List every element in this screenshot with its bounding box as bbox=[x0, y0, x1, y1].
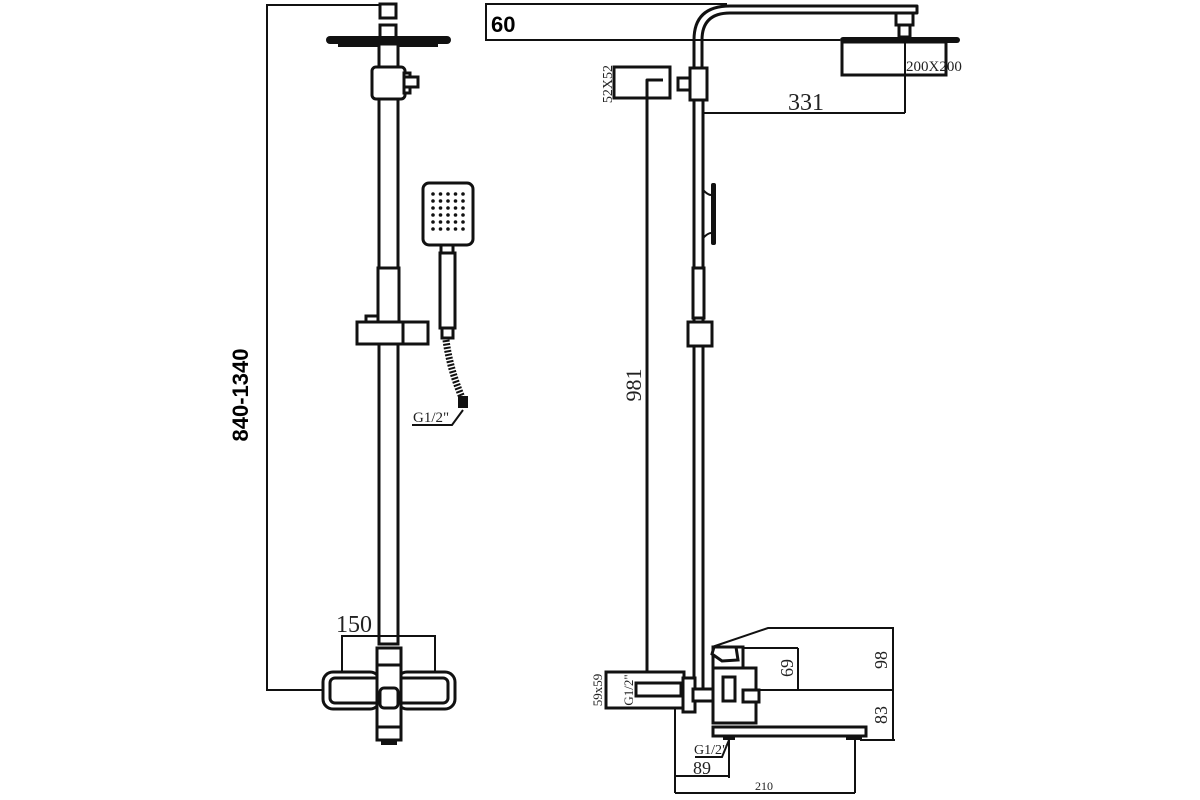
nozzle-dot bbox=[431, 227, 435, 231]
nozzle-dot bbox=[438, 206, 443, 210]
nozzle-dot bbox=[431, 199, 435, 203]
nozzle-dot bbox=[461, 192, 465, 196]
inlet-connection-label: G1/2" bbox=[621, 674, 636, 705]
head-shower-box bbox=[840, 40, 948, 77]
sliding-sleeve bbox=[376, 266, 401, 330]
head-shower-size-label: 200X200 bbox=[906, 59, 962, 75]
shower-arm bbox=[692, 4, 919, 70]
top-box-dimension bbox=[485, 3, 840, 41]
column-length-dimension bbox=[645, 78, 663, 690]
nozzle-dot bbox=[438, 220, 443, 224]
head-shower-plate bbox=[326, 36, 451, 44]
height-dimension-line bbox=[266, 4, 384, 691]
nozzle-dot bbox=[461, 213, 465, 217]
nozzle-dot bbox=[461, 206, 465, 210]
bath-spout bbox=[711, 725, 868, 738]
nozzle-dot bbox=[446, 220, 450, 224]
nozzle-dot bbox=[446, 199, 450, 203]
nozzle-dot bbox=[453, 206, 458, 210]
side-view: 60 200X200 331 52X52 981 59x59 G1/2" bbox=[485, 3, 962, 794]
head-connector bbox=[894, 11, 915, 27]
nozzle-dot bbox=[453, 227, 458, 231]
nozzle-dot bbox=[461, 199, 465, 203]
holder-knob bbox=[364, 314, 380, 324]
holder-cap bbox=[401, 320, 430, 346]
diverter-button bbox=[378, 686, 400, 710]
mixer-right-inner bbox=[394, 676, 450, 705]
body-height-label: 98 bbox=[871, 651, 891, 669]
hand-shower-side bbox=[711, 183, 716, 245]
nozzle-dot bbox=[438, 199, 443, 203]
diverter-knob bbox=[402, 75, 420, 89]
nozzle-dot bbox=[453, 199, 458, 203]
diverter-clamp-side bbox=[688, 66, 709, 102]
wall-to-outlet-label: 89 bbox=[693, 758, 711, 778]
nozzle-dot bbox=[453, 192, 458, 196]
outlet-connection-label: G1/2" bbox=[694, 743, 728, 758]
hose-leader bbox=[412, 409, 464, 426]
hand-shower-handle bbox=[438, 251, 457, 330]
hose-nut bbox=[458, 396, 468, 408]
nozzle-dot bbox=[431, 192, 435, 196]
spout-lower-label: 83 bbox=[871, 706, 891, 724]
nozzle-dot bbox=[438, 213, 443, 217]
nozzle-dot bbox=[446, 227, 450, 231]
nozzle-dot bbox=[431, 220, 435, 224]
nozzle-dot bbox=[446, 192, 450, 196]
shower-hose bbox=[442, 339, 467, 402]
holder-side bbox=[686, 320, 714, 348]
hand-shower-holder bbox=[355, 320, 405, 346]
mixer-left-inner bbox=[328, 676, 384, 705]
hose-cone bbox=[440, 326, 455, 340]
wall-flange-size-label: 59x59 bbox=[590, 674, 605, 707]
spout-aerator bbox=[381, 740, 397, 745]
mixer-handle bbox=[710, 645, 740, 663]
head-swivel bbox=[897, 23, 912, 39]
sleeve-side bbox=[691, 266, 706, 320]
nozzle-dot bbox=[438, 227, 443, 231]
mixer-center-distance-label: 150 bbox=[336, 612, 372, 638]
nozzle-dot bbox=[438, 192, 443, 196]
arm-reach-label: 331 bbox=[788, 90, 824, 116]
front-view: 840-1340 G1/2" 150 bbox=[228, 2, 475, 745]
mixer-width-dimension bbox=[341, 635, 436, 672]
nozzle-dot bbox=[446, 206, 450, 210]
diverter-clamp bbox=[370, 65, 407, 101]
diverter-box bbox=[612, 65, 672, 100]
nozzle-dot bbox=[431, 213, 435, 217]
height-range-label: 840-1340 bbox=[228, 349, 253, 442]
hand-shower-connection-label: G1/2" bbox=[413, 410, 449, 426]
spout-height-label: 69 bbox=[777, 659, 797, 677]
nozzle-dot bbox=[461, 220, 465, 224]
nozzle-dot bbox=[446, 213, 450, 217]
hand-shower-nozzles bbox=[431, 192, 465, 231]
nozzle-dot bbox=[431, 206, 435, 210]
nozzle-dot bbox=[453, 213, 458, 217]
top-box-label: 60 bbox=[491, 12, 515, 37]
diverter-size-label: 52X52 bbox=[601, 65, 616, 103]
top-connector bbox=[378, 2, 398, 20]
column-length-label: 981 bbox=[621, 369, 646, 402]
nozzle-dot bbox=[461, 227, 465, 231]
spout-length-label: 210 bbox=[755, 779, 773, 793]
outlet-leader bbox=[695, 739, 730, 758]
nozzle-dot bbox=[453, 220, 458, 224]
